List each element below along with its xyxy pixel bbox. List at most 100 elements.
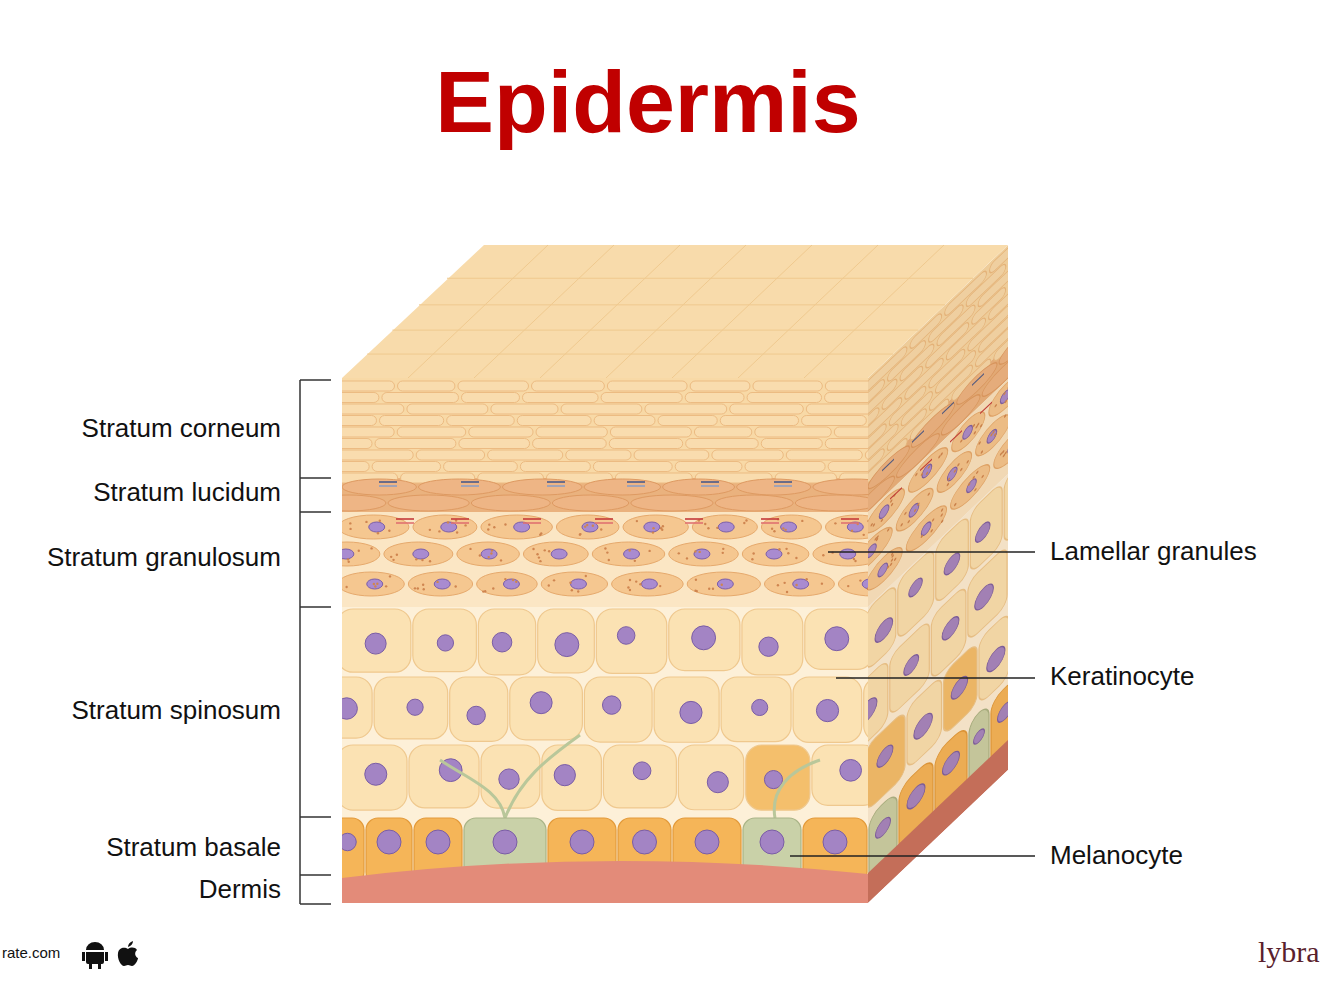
granule-dot (659, 585, 661, 587)
granule-dot (785, 548, 787, 550)
granular-cell (813, 542, 868, 566)
stratum-corneum-band (342, 378, 868, 478)
granule-dot (652, 527, 654, 529)
keratinocyte-cell (510, 677, 583, 740)
layer-brackets (300, 380, 331, 904)
nucleus (862, 579, 868, 589)
granule-dot (662, 525, 664, 527)
corneocyte (517, 416, 591, 426)
lucidum-cell (552, 495, 628, 511)
nucleus (369, 522, 385, 532)
side-shade (868, 245, 1008, 903)
granule-dot (592, 525, 594, 527)
granule-dot (540, 532, 542, 534)
corneocyte (533, 439, 607, 449)
granular-cell (342, 542, 380, 566)
corneocyte (675, 462, 742, 472)
granule-dot (579, 533, 581, 535)
granule-dot (373, 583, 375, 585)
granule-dot (536, 553, 538, 555)
granule-dot (422, 584, 424, 586)
granule-dot (396, 554, 398, 556)
corneocyte (532, 381, 605, 391)
corneocyte (342, 462, 369, 472)
granule-dot (805, 578, 807, 580)
granule-dot (390, 556, 392, 558)
nucleus (707, 772, 728, 793)
nucleus (342, 833, 356, 851)
corneocyte (806, 404, 868, 414)
stratum-spinosum-band (342, 607, 868, 887)
corneocyte (566, 450, 631, 460)
granular-cell (623, 515, 688, 539)
granule-dot (716, 527, 718, 529)
granule-dot (429, 529, 431, 531)
nucleus (365, 763, 387, 785)
marker-line (523, 522, 541, 524)
granular-cell (742, 542, 809, 566)
corneocyte (747, 393, 821, 403)
corneocyte (865, 450, 868, 460)
corneocyte (834, 427, 868, 437)
corneocyte (342, 404, 404, 414)
marker-line (451, 522, 469, 524)
granule-dot (348, 561, 350, 563)
granular-cell (457, 542, 520, 566)
corneocyte (610, 427, 691, 437)
corneocyte (786, 450, 862, 460)
granule-dot (787, 552, 789, 554)
granule-dot (569, 582, 571, 584)
basal-cell (342, 818, 364, 884)
corneocyte (658, 416, 717, 426)
nucleus (759, 637, 778, 656)
keratinocyte-cell (342, 677, 372, 738)
granule-dot (694, 550, 696, 552)
granule-dot (429, 560, 431, 562)
granule-dot (538, 556, 540, 558)
granule-dot (438, 530, 440, 532)
granule-dot (488, 523, 490, 525)
granule-dot (342, 558, 343, 560)
corneocyte (712, 450, 783, 460)
granular-cell (825, 515, 868, 539)
granule-dot (577, 590, 579, 592)
marker-line (523, 518, 541, 520)
granule-dot (600, 528, 602, 530)
marker-line (396, 518, 414, 520)
nucleus (624, 549, 640, 559)
granule-dot (415, 558, 417, 560)
corneocyte (828, 462, 868, 472)
corneocyte (407, 404, 488, 414)
layer-label: Stratum granulosum (0, 543, 281, 573)
keratinocyte-cell (374, 677, 448, 739)
granule-dot (712, 588, 714, 590)
nucleus (641, 579, 657, 589)
granule-dot (708, 588, 710, 590)
keratinocyte-cell (542, 745, 602, 810)
granule-dot (821, 582, 823, 584)
marker-line (841, 522, 859, 524)
nucleus (692, 626, 716, 650)
granule-dot (492, 587, 494, 589)
corneocyte (469, 427, 533, 437)
nucleus (766, 549, 782, 559)
granular-cell (408, 572, 472, 596)
nucleus (633, 762, 651, 780)
corneocyte (398, 381, 455, 391)
corneocyte (686, 439, 759, 449)
marker-line (379, 481, 397, 483)
granule-dot (795, 557, 797, 559)
lucidum-cell (795, 495, 868, 511)
granule-dot (660, 527, 662, 529)
corneocyte (645, 404, 727, 414)
nucleus (551, 549, 567, 559)
keratinocyte-cell (478, 609, 535, 675)
corneocyte (375, 439, 456, 449)
watermark: lybra (1258, 935, 1320, 970)
granule-dot (752, 552, 754, 554)
keratinocyte-cell (746, 745, 810, 810)
corneocyte (594, 416, 655, 426)
granule-dot (743, 522, 745, 524)
granular-cell (764, 572, 834, 596)
nucleus (342, 549, 354, 559)
